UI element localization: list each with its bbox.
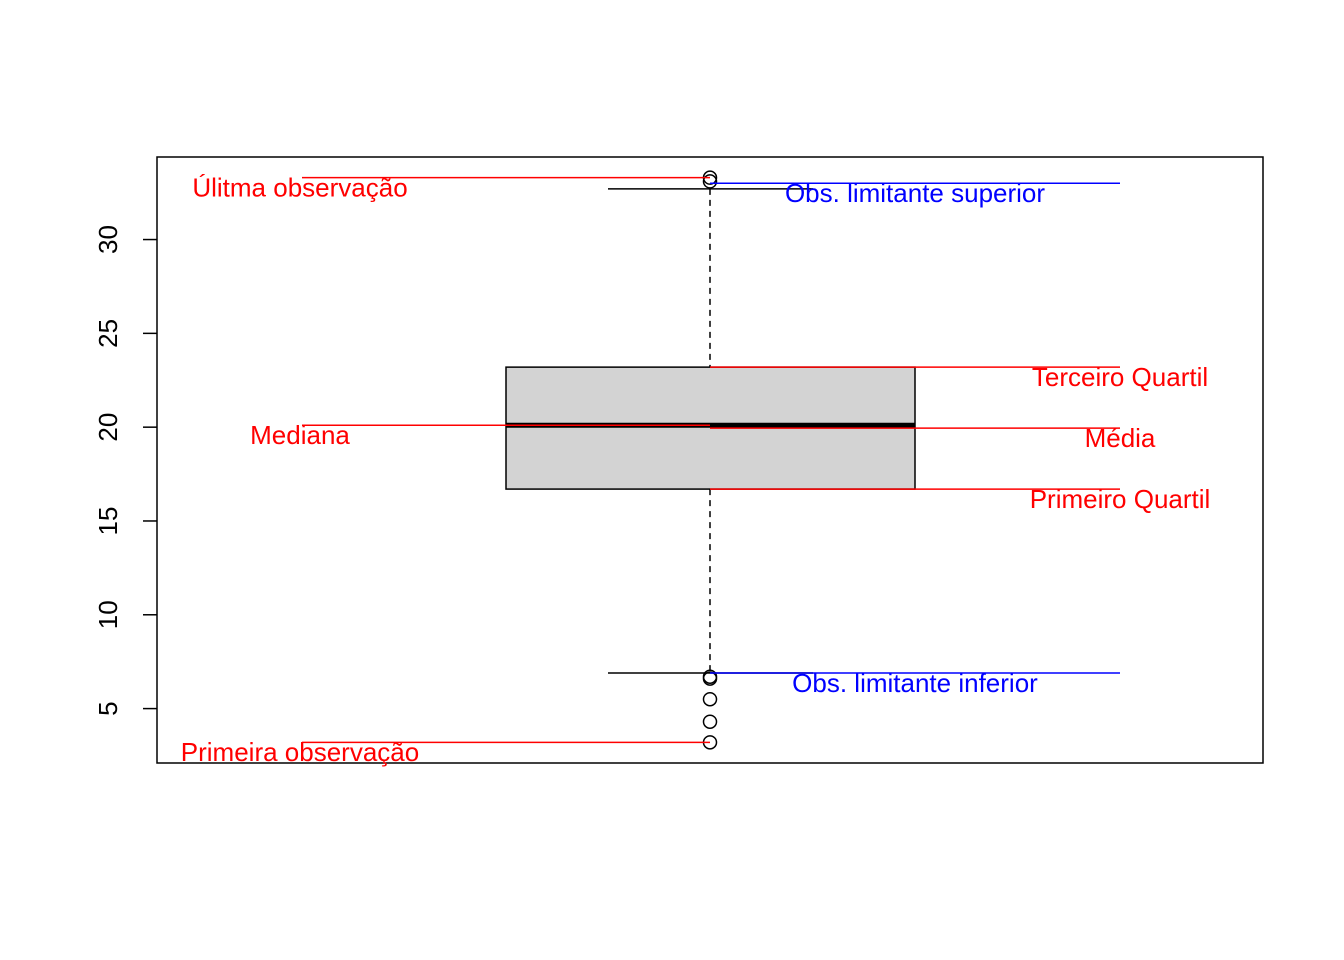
outlier-point <box>702 691 718 707</box>
plot-frame <box>156 156 1264 764</box>
annotation-label: Obs. limitante superior <box>785 178 1045 208</box>
annotation-label: Úlitma observação <box>192 173 407 203</box>
y-tick-label: 10 <box>93 600 123 629</box>
annotation-group: Úlitma observação Obs. limitante superior… <box>181 173 1211 768</box>
outlier-point <box>702 174 718 189</box>
y-tick-label: 25 <box>93 319 123 348</box>
outlier-point <box>702 714 718 729</box>
annotation-label: Obs. limitante inferior <box>792 668 1038 698</box>
box-group <box>505 188 916 674</box>
y-tick-label: 15 <box>93 507 123 536</box>
y-tick-label: 30 <box>93 225 123 254</box>
y-tick-label: 5 <box>93 701 123 715</box>
annotation-label: Primeira observação <box>181 737 419 767</box>
y-axis: 5 10 15 20 25 30 <box>93 225 157 716</box>
outlier-point <box>702 669 718 684</box>
annotation-label: Primeiro Quartil <box>1030 484 1211 514</box>
annotation-label: Média <box>1085 423 1156 453</box>
y-tick-label: 20 <box>93 413 123 442</box>
outlier-group <box>702 170 718 750</box>
annotation-label: Mediana <box>250 420 350 450</box>
annotation-label: Terceiro Quartil <box>1032 362 1208 392</box>
